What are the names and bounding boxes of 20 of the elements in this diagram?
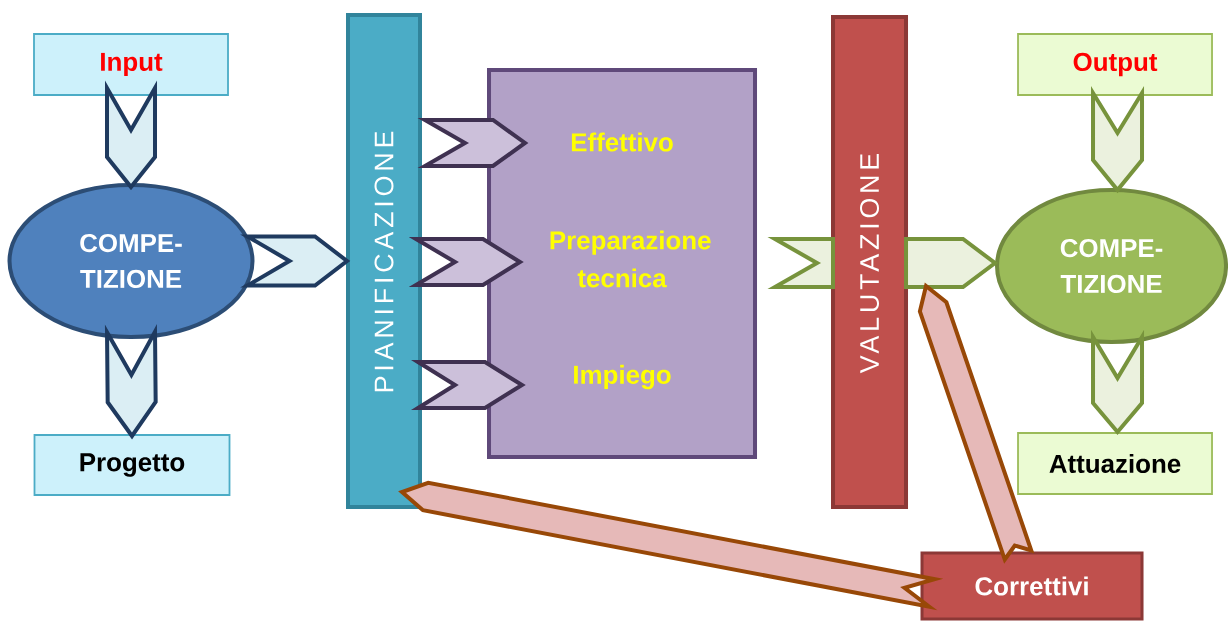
block-arrow <box>411 360 526 410</box>
ellipse-node: COMPE- TIZIONE <box>7 183 255 339</box>
block-arrow <box>408 237 524 287</box>
block-arrow <box>767 237 835 289</box>
label-box: Correttivi <box>920 551 1144 621</box>
block-arrow <box>240 234 351 288</box>
block-arrow <box>1091 85 1144 194</box>
ellipse-node: COMPE- TIZIONE <box>995 188 1228 344</box>
content-box: Effettivo Preparazione tecnica Impiego <box>487 68 757 459</box>
block-arrow <box>104 324 158 440</box>
block-arrow <box>1091 329 1144 436</box>
block-arrow <box>417 118 529 168</box>
vertical-bar: PIANIFICAZIONE <box>346 13 422 509</box>
label-box: Output <box>1017 33 1213 96</box>
vertical-bar: VALUTAZIONE <box>831 15 908 509</box>
block-arrow <box>904 237 999 289</box>
label-box: Input <box>33 33 229 96</box>
block-arrow <box>105 80 157 191</box>
label-box: Progetto <box>33 434 231 496</box>
label-box: Attuazione <box>1017 432 1213 495</box>
